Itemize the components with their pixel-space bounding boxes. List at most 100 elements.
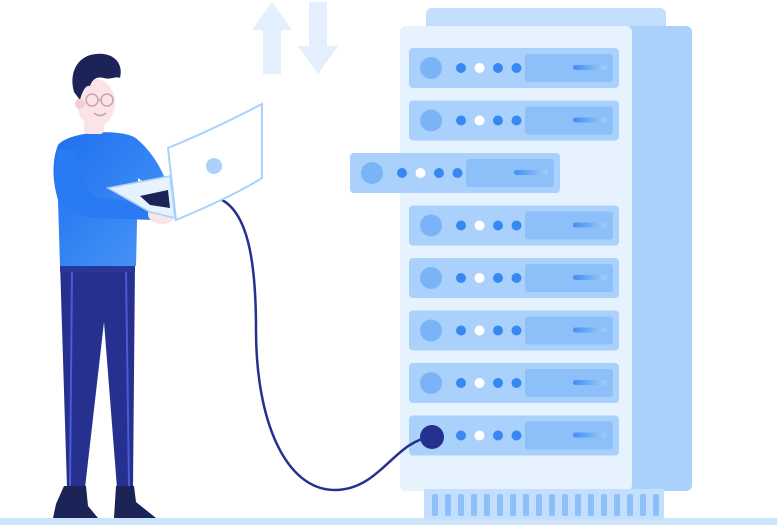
drive-slot: [573, 432, 607, 438]
drive-slot: [573, 117, 607, 123]
status-led-icon: [474, 220, 485, 231]
drive-slot: [573, 275, 607, 280]
drive-slot: [573, 65, 607, 70]
status-led-icon: [456, 325, 466, 336]
server-unit: [409, 310, 619, 351]
rack-vent: [510, 494, 516, 516]
status-led-icon: [456, 115, 466, 126]
status-led-icon: [493, 273, 503, 283]
rack-vents: [432, 494, 659, 516]
status-led-icon: [511, 325, 522, 336]
rack-vent: [588, 494, 594, 516]
status-led-icon: [493, 325, 503, 336]
drive-bay: [525, 106, 613, 135]
right-shoe: [114, 486, 156, 518]
ground-line: [0, 518, 777, 525]
drive-bay: [525, 316, 613, 345]
status-led-icon: [474, 378, 485, 388]
rack-vent: [523, 494, 529, 516]
smile: [93, 112, 107, 117]
rack-vent: [445, 494, 451, 516]
up-down-arrows-icon: [252, 2, 338, 74]
rack-vent: [614, 494, 620, 516]
status-led-icon: [474, 325, 485, 336]
server-unit: [409, 363, 619, 403]
rack-vent: [601, 494, 607, 516]
trouser-stripe-right: [125, 269, 130, 487]
glasses-icon: [85, 93, 114, 107]
server-unit: [409, 100, 619, 141]
drive-slot: [573, 327, 607, 333]
server-port-icon: [420, 214, 442, 237]
server-port-icon: [420, 109, 442, 132]
status-led-icon: [493, 115, 503, 126]
status-led-icon: [456, 273, 466, 283]
rack-vent: [562, 494, 568, 516]
server-port-icon: [420, 319, 442, 342]
server-unit: [409, 258, 619, 298]
rack-vent: [471, 494, 477, 516]
person-icon: [53, 53, 176, 518]
status-led-icon: [511, 378, 522, 388]
trousers: [60, 262, 135, 488]
status-led-icon: [474, 63, 485, 73]
rack-vent: [627, 494, 633, 516]
drive-bay: [525, 421, 613, 450]
status-led-icon: [474, 115, 485, 126]
rack-vent: [640, 494, 646, 516]
laptop-keyboard: [140, 190, 170, 208]
status-led-icon: [511, 220, 522, 231]
cable-plug: [420, 425, 444, 449]
trouser-stripe-left: [69, 269, 73, 487]
left-shoe: [53, 486, 98, 518]
server-port-icon: [420, 57, 442, 79]
drive-slot: [514, 170, 548, 175]
server-rack-icon: [350, 8, 692, 519]
network-cable-icon: [221, 198, 433, 492]
status-led-icon: [452, 168, 463, 178]
status-led-icon: [474, 273, 485, 283]
status-led-icon: [511, 63, 522, 73]
status-led-icon: [493, 220, 503, 231]
laptop-logo: [206, 158, 222, 174]
face: [77, 79, 115, 127]
hair: [72, 53, 121, 100]
drive-bay: [525, 369, 613, 397]
rack-vent: [458, 494, 464, 516]
status-led-icon: [511, 430, 522, 441]
ear: [75, 99, 85, 109]
status-led-icon: [456, 430, 466, 441]
drive-slot: [573, 380, 607, 385]
status-led-icon: [456, 63, 466, 73]
drive-bay: [525, 211, 613, 240]
server-unit: [350, 153, 560, 193]
rack-vent: [484, 494, 490, 516]
rack-vent: [549, 494, 555, 516]
server-unit: [409, 205, 619, 246]
rack-vent: [653, 494, 659, 516]
status-led-icon: [493, 378, 503, 388]
left-arm: [55, 150, 157, 220]
rack-vent: [575, 494, 581, 516]
server-port-icon: [361, 162, 383, 184]
status-led-icon: [511, 115, 522, 126]
status-led-icon: [511, 273, 522, 283]
drive-bay: [525, 264, 613, 292]
status-led-icon: [456, 378, 466, 388]
status-led-icon: [434, 168, 444, 178]
server-port-icon: [420, 267, 442, 289]
status-led-icon: [397, 168, 407, 178]
drive-slot: [573, 222, 607, 228]
rack-vent: [432, 494, 438, 516]
rack-units: [350, 48, 619, 456]
status-led-icon: [493, 430, 503, 441]
server-unit: [409, 415, 619, 456]
status-led-icon: [415, 168, 426, 178]
drive-bay: [525, 54, 613, 82]
laptop-icon: [105, 102, 263, 222]
server-port-icon: [420, 372, 442, 394]
rack-side-panel: [622, 26, 692, 491]
status-led-icon: [456, 220, 466, 231]
